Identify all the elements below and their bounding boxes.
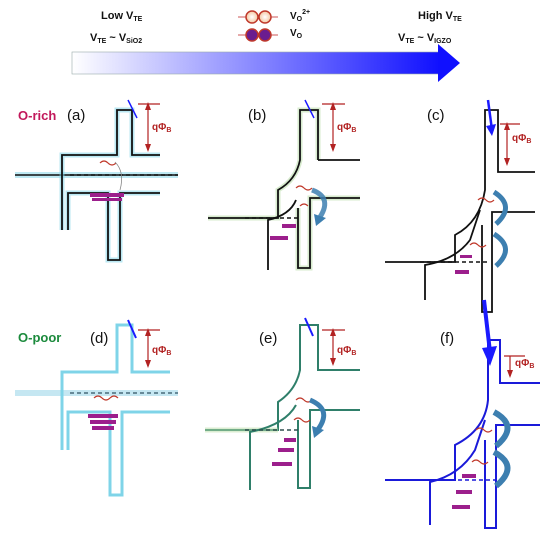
panel-label-c: (c) [427,107,445,124]
panel-label-f: (f) [440,330,455,347]
barrier-label-c: qΦB [512,133,532,145]
barrier-label-d: qΦB [152,345,172,357]
panel-label-a: (a) [67,107,86,124]
band-diagram-f [385,299,540,529]
barrier-label-b: qΦB [337,122,357,134]
low-vte-relation: VTE ~ VSiO2 [90,32,143,45]
panel-label-d: (d) [90,330,109,347]
barrier-label-a: qΦB [152,122,172,134]
band-diagram-b [208,99,360,271]
barrier-label-e: qΦB [337,345,357,357]
panel-label-e: (e) [259,330,278,347]
low-vte-label: Low VTE [101,10,143,23]
band-diagram-d [15,319,178,497]
vte-gradient-arrow [71,44,460,82]
vo-icon [238,28,278,42]
high-vte-relation: VTE ~ VIGZO [398,32,452,45]
legend-vo-label: VO [290,28,303,40]
band-diagram-a [15,99,178,263]
row-label-o-rich: O-rich [18,108,57,123]
panel-label-b: (b) [248,107,267,124]
band-diagram-e [205,317,360,490]
row-label-o-poor: O-poor [18,330,62,345]
vo2-plus-icon [238,10,278,24]
barrier-label-f: qΦB [515,358,535,370]
legend-vo2-plus-label: VO2+ [290,9,311,23]
high-vte-label: High VTE [418,10,462,23]
band-diagram-c [385,99,535,313]
